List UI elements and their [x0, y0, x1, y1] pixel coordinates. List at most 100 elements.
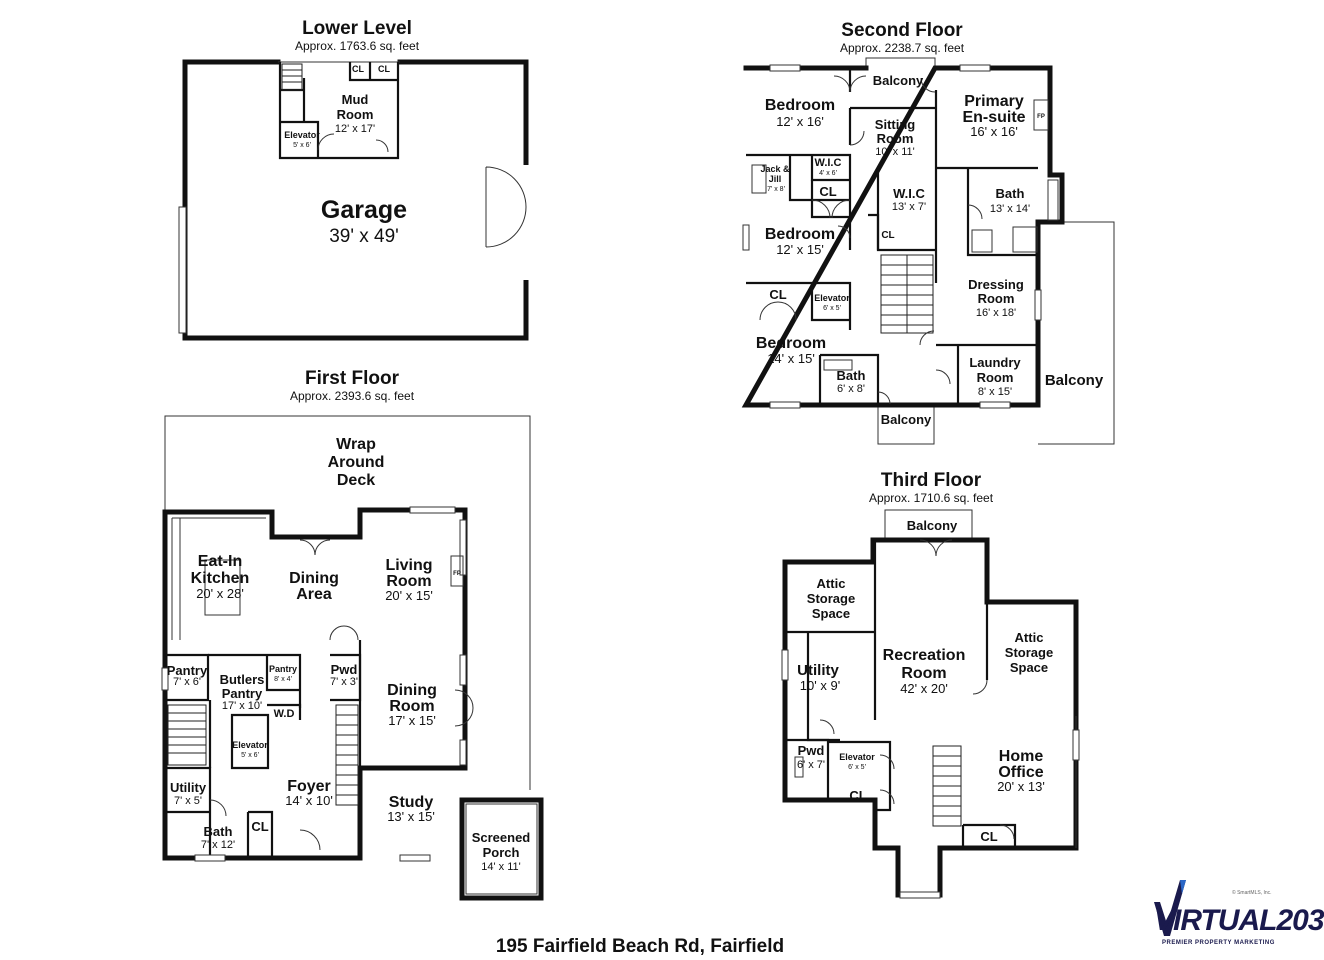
laundry-name-1: Laundry: [969, 355, 1021, 370]
third-pwd-name: Pwd: [798, 743, 825, 758]
bedroom1-dims: 12' x 16': [776, 114, 824, 129]
third-elevator-dims: 6' x 5': [848, 764, 866, 771]
bedroom3-dims: 14' x 15': [767, 351, 815, 366]
small-bath-name: Bath: [837, 368, 866, 383]
sitting-name-1: Sitting: [875, 117, 915, 132]
first-floor-area: Approx. 2393.6 sq. feet: [290, 389, 415, 403]
attic-left-name-1: Attic: [817, 576, 846, 591]
second-floor-title: Second Floor: [841, 20, 963, 41]
third-floor: Third Floor Approx. 1710.6 sq. feet: [781, 470, 1080, 899]
deck-name-3: Deck: [337, 472, 375, 489]
logo-brand-text: VIRTUAL203: [1154, 904, 1324, 937]
third-balcony-outline: [884, 509, 973, 540]
study-dims: 13' x 15': [387, 809, 435, 824]
lower-level-area: Approx. 1763.6 sq. feet: [295, 39, 420, 53]
foyer-dims: 14' x 10': [285, 793, 333, 808]
second-elevator-dims: 6' x 5': [823, 305, 841, 312]
third-cl-b: CL: [980, 829, 997, 844]
mud-room-walls: [278, 62, 400, 160]
second-cl-b: CL: [881, 230, 894, 241]
recreation-dims: 42' x 20': [900, 681, 948, 696]
lower-level: Lower Level Approx. 1763.6 sq. feet CL C…: [178, 18, 530, 341]
study-name: Study: [389, 794, 434, 811]
office-name-1: Home: [999, 748, 1044, 765]
dining-room-name-1: Dining: [387, 682, 437, 699]
attic-right-name-3: Space: [1010, 660, 1048, 675]
lower-cl-2: CL: [378, 64, 390, 74]
first-floor: First Floor Approx. 2393.6 sq. feet Wrap…: [161, 368, 544, 901]
first-floor-walls: [162, 507, 468, 861]
third-floor-title: Third Floor: [881, 470, 982, 491]
bedroom3-name: Bedroom: [756, 335, 826, 352]
jack-jill-dims: 7' x 8': [767, 186, 785, 193]
balcony-bottom-name: Balcony: [881, 412, 932, 427]
second-elevator-name: Elevator: [814, 293, 850, 303]
lower-elevator-name: Elevator: [284, 130, 320, 140]
deck-name-1: Wrap: [336, 436, 376, 453]
logo-copyright: © SmartMLS, Inc.: [1232, 890, 1272, 896]
balcony-right-name: Balcony: [1045, 372, 1104, 389]
butlers-dims: 17' x 10': [222, 700, 262, 712]
second-floor-walls: [741, 65, 1065, 408]
primary-name-2: En-suite: [962, 109, 1025, 126]
bedroom2-name: Bedroom: [765, 226, 835, 243]
wrap-deck-outline: [164, 415, 531, 790]
laundry-name-2: Room: [977, 370, 1014, 385]
garage-name: Garage: [321, 196, 407, 224]
first-bath-name: Bath: [204, 824, 233, 839]
screened-porch-walls: [459, 797, 544, 901]
garage-dims: 39' x 49': [329, 226, 399, 247]
first-elevator-dims: 5' x 6': [241, 752, 259, 759]
floor-plan: Lower Level Approx. 1763.6 sq. feet CL C…: [161, 18, 1115, 901]
porch-name-2: Porch: [483, 845, 520, 860]
laundry-dims: 8' x 15': [978, 386, 1012, 398]
logo-tagline: PREMIER PROPERTY MARKETING: [1162, 940, 1275, 946]
second-floor: Second Floor Approx. 2238.7 sq. feet: [741, 20, 1115, 445]
pantry-small-name: Pantry: [269, 664, 297, 674]
third-balcony-name: Balcony: [907, 518, 958, 533]
foyer-name: Foyer: [287, 778, 331, 795]
jack-jill-name-1: Jack &: [760, 164, 790, 174]
first-elevator-name: Elevator: [232, 740, 268, 750]
office-name-2: Office: [998, 764, 1043, 781]
pwd-dims: 7' x 3': [330, 676, 358, 688]
butlers-name-1: Butlers: [220, 672, 265, 687]
second-cl-a: CL: [819, 184, 836, 199]
dressing-name-1: Dressing: [968, 277, 1024, 292]
kitchen-dims: 20' x 28': [196, 586, 244, 601]
third-utility-dims: 10' x 9': [800, 678, 840, 693]
pantry-small-dims: 8' x 4': [274, 676, 292, 683]
kitchen-island: [204, 559, 241, 616]
primary-name-1: Primary: [964, 93, 1024, 110]
lower-cl-1: CL: [352, 64, 364, 74]
balcony-bottom-outline: [877, 405, 935, 445]
wic-dims: 13' x 7': [892, 201, 926, 213]
brand-logo: © SmartMLS, Inc. VIRTUAL203 PREMIER PROP…: [1148, 880, 1324, 954]
wic-name: W.I.C: [893, 186, 925, 201]
porch-name-1: Screened: [472, 830, 531, 845]
recreation-name-2: Room: [901, 665, 946, 682]
third-elevator-name: Elevator: [839, 752, 875, 762]
attic-right-name-1: Attic: [1015, 630, 1044, 645]
kitchen-name-1: Eat-In: [198, 553, 242, 570]
third-pwd-dims: 6' x 7': [797, 759, 825, 771]
wic-small-dims: 4' x 6': [819, 170, 837, 177]
dining-room-name-2: Room: [389, 698, 434, 715]
attic-right-name-2: Storage: [1005, 645, 1053, 660]
utility-name: Utility: [170, 780, 207, 795]
living-room-name-2: Room: [386, 573, 431, 590]
second-fp-label: FP: [1037, 114, 1045, 120]
pwd-name: Pwd: [331, 662, 358, 677]
jack-jill-name-2: Jill: [769, 174, 782, 184]
wd-label: W.D: [274, 708, 295, 720]
small-bath-dims: 6' x 8': [837, 383, 865, 395]
balcony-top-name: Balcony: [873, 73, 924, 88]
living-room-name-1: Living: [385, 557, 432, 574]
property-address: 195 Fairfield Beach Rd, Fairfield: [495, 936, 785, 957]
primary-bath-name: Bath: [996, 186, 1025, 201]
dressing-dims: 16' x 18': [976, 307, 1016, 319]
lower-elevator-dims: 5' x 6': [293, 142, 311, 149]
balcony-right-outline: [1038, 221, 1115, 445]
first-cl: CL: [251, 819, 268, 834]
deck-name-2: Around: [328, 454, 385, 471]
